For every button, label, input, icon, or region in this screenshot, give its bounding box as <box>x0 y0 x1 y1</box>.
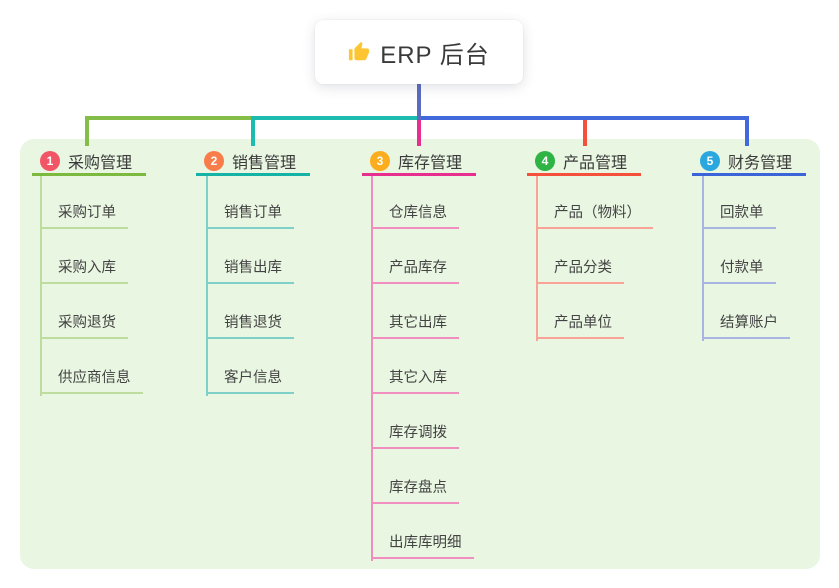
root-label: ERP 后台 <box>380 41 490 69</box>
branch-title-2[interactable]: 2 销售管理 <box>204 149 296 173</box>
branch-underline-1 <box>32 173 146 176</box>
branches-panel <box>20 139 820 569</box>
branch-spine-1 <box>40 176 42 396</box>
connector-drop-5 <box>745 116 749 146</box>
branch-spine-5 <box>702 176 704 341</box>
child-node[interactable]: 销售退货 <box>206 313 294 339</box>
connector-drop-2 <box>251 116 255 146</box>
branch-spine-3 <box>371 176 373 561</box>
child-node[interactable]: 销售出库 <box>206 258 294 284</box>
child-node[interactable]: 客户信息 <box>206 368 294 394</box>
connector-top-sales <box>251 116 419 120</box>
child-node[interactable]: 其它出库 <box>371 313 459 339</box>
child-node[interactable]: 供应商信息 <box>40 368 143 394</box>
child-node[interactable]: 产品分类 <box>536 258 624 284</box>
child-node[interactable]: 库存盘点 <box>371 478 459 504</box>
child-node[interactable]: 采购退货 <box>40 313 128 339</box>
child-node[interactable]: 采购订单 <box>40 203 128 229</box>
child-node[interactable]: 付款单 <box>702 258 776 284</box>
branch-underline-2 <box>196 173 310 176</box>
branch-underline-4 <box>527 173 641 176</box>
child-node[interactable]: 仓库信息 <box>371 203 459 229</box>
child-node[interactable]: 产品单位 <box>536 313 624 339</box>
branch-badge-1: 1 <box>40 151 60 171</box>
branch-title-1[interactable]: 1 采购管理 <box>40 149 132 173</box>
branch-badge-3: 3 <box>370 151 390 171</box>
child-node[interactable]: 采购入库 <box>40 258 128 284</box>
child-node[interactable]: 出库库明细 <box>371 533 474 559</box>
branch-title-3[interactable]: 3 库存管理 <box>370 149 462 173</box>
connector-drop-3 <box>417 120 421 146</box>
connector-root-line <box>417 84 421 120</box>
branch-title-4[interactable]: 4 产品管理 <box>535 149 627 173</box>
connector-drop-1 <box>85 116 89 146</box>
connector-drop-4 <box>583 120 587 146</box>
child-node[interactable]: 其它入库 <box>371 368 459 394</box>
thumbs-up-icon <box>349 41 370 61</box>
connector-top-finance <box>417 116 749 120</box>
child-node[interactable]: 销售订单 <box>206 203 294 229</box>
child-node[interactable]: 回款单 <box>702 203 776 229</box>
branch-badge-5: 5 <box>700 151 720 171</box>
branch-title-5[interactable]: 5 财务管理 <box>700 149 792 173</box>
connector-top-purchase <box>85 116 257 120</box>
child-node[interactable]: 产品（物料） <box>536 203 653 229</box>
branch-title-label: 财务管理 <box>728 155 793 172</box>
root-node[interactable]: ERP 后台 <box>315 20 523 84</box>
branch-underline-5 <box>692 173 806 176</box>
branch-title-label: 销售管理 <box>232 155 297 172</box>
branch-title-label: 采购管理 <box>68 155 133 172</box>
branch-title-label: 库存管理 <box>398 155 463 172</box>
child-node[interactable]: 库存调拨 <box>371 423 459 449</box>
branch-underline-3 <box>362 173 476 176</box>
branch-badge-4: 4 <box>535 151 555 171</box>
child-node[interactable]: 结算账户 <box>702 313 790 339</box>
child-node[interactable]: 产品库存 <box>371 258 459 284</box>
branch-badge-2: 2 <box>204 151 224 171</box>
branch-spine-4 <box>536 176 538 341</box>
branch-spine-2 <box>206 176 208 396</box>
branch-title-label: 产品管理 <box>563 155 628 172</box>
